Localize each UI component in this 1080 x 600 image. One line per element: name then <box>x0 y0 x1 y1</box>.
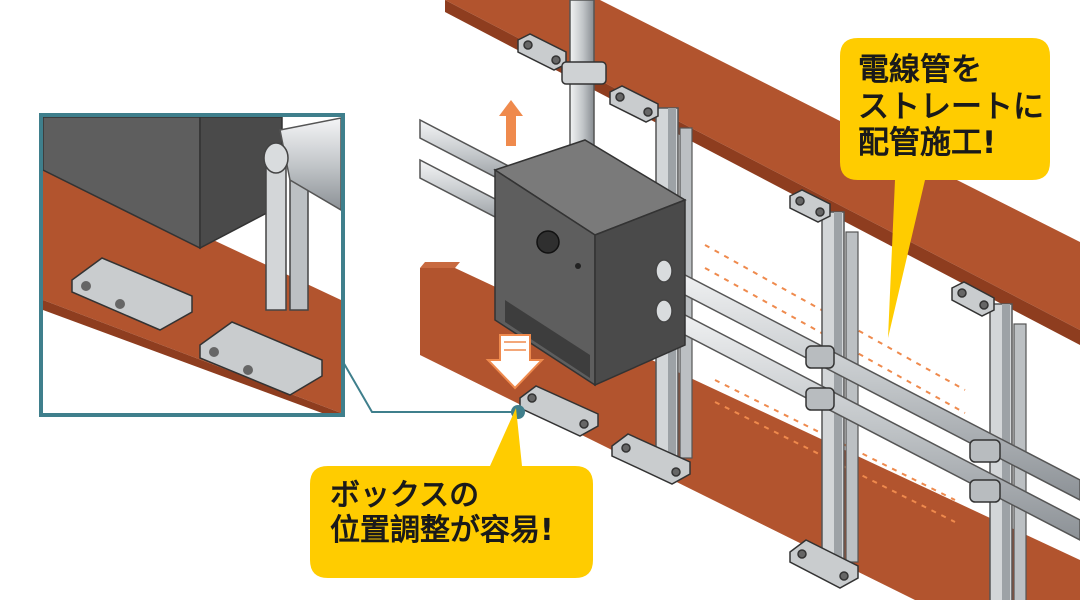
conduit-clamps <box>805 345 1001 503</box>
callout-straight-conduit <box>840 38 1050 338</box>
callout-line: 位置調整が容易! <box>330 513 554 549</box>
callout-box-position <box>310 408 593 578</box>
vertical-channel-middle <box>821 211 859 563</box>
junction-box <box>493 139 687 387</box>
arrow-down-icon <box>485 334 545 390</box>
callout-box-position-text: ボックスの 位置調整が容易! <box>330 478 554 549</box>
callout-line: 配管施工! <box>858 125 997 162</box>
top-brackets <box>517 33 995 317</box>
callout-straight-conduit-text: 電線管を ストレートに 配管施工! <box>858 52 1044 162</box>
callout-line: 電線管を <box>858 52 982 88</box>
bottom-brackets <box>519 385 859 589</box>
callout-line: ストレートに <box>858 88 1044 125</box>
arrow-up-icon <box>499 100 523 146</box>
callout-line: ボックスの <box>330 478 480 513</box>
inset-detail-view <box>39 113 345 417</box>
